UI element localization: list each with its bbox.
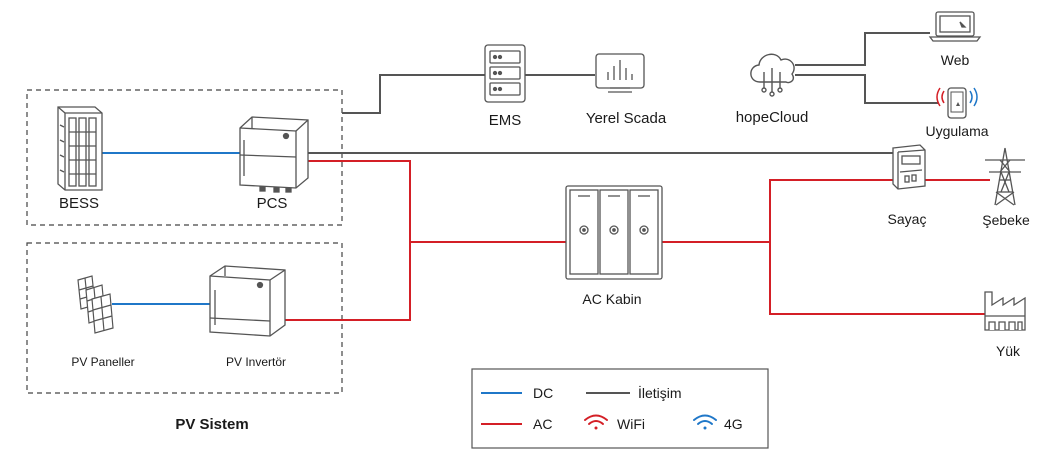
bess-icon	[57, 106, 103, 191]
communication-lines	[307, 32, 938, 154]
legend-dc-label: DC	[533, 385, 554, 401]
ac-cabinet-label: AC Kabin	[582, 291, 642, 307]
ac-line-to-load	[769, 242, 985, 315]
grid-label: Şebeke	[982, 212, 1030, 228]
local-scada-label: Yerel Scada	[585, 110, 667, 127]
load-label: Yük	[995, 343, 1021, 359]
ac-line-inverter-cabinet	[280, 242, 411, 321]
bess-label: BESS	[58, 195, 100, 212]
comm-line-pcs-ems	[342, 74, 485, 114]
comm-line-cloud-app	[795, 74, 938, 104]
factory-icon	[984, 291, 1026, 331]
pcs-label: PCS	[256, 195, 288, 212]
ac-cabinet-icon	[565, 185, 663, 280]
pcs-icon	[239, 116, 309, 193]
pv-inverter-label: PV Invertör	[225, 355, 287, 369]
meter-icon	[892, 144, 926, 190]
pv-system-title: PV Sistem	[175, 416, 249, 433]
legend-comm-label: İletişim	[638, 385, 682, 401]
legend-4g-label: 4G	[724, 416, 743, 432]
legend-ac-label: AC	[533, 416, 553, 432]
pv-inverter-icon	[209, 265, 286, 337]
hope-cloud-label: hopeCloud	[735, 109, 809, 126]
local-scada-icon	[595, 53, 645, 93]
4g-icon	[693, 414, 717, 430]
wifi-icon	[584, 414, 608, 430]
storage-system-box	[26, 89, 343, 226]
comm-line-cloud-web	[795, 32, 930, 66]
pv-panels-label: PV Paneller	[71, 355, 135, 369]
app-label: Uygulama	[925, 123, 989, 139]
phone-icon	[936, 87, 978, 119]
legend-box	[471, 368, 769, 449]
ac-lines	[280, 160, 990, 321]
ac-line-to-meter	[769, 179, 895, 242]
pv-system-box	[26, 242, 343, 394]
ems-label: EMS	[488, 112, 522, 129]
web-label: Web	[940, 52, 970, 68]
legend-wifi-label: WiFi	[617, 416, 645, 432]
meter-label: Sayaç	[887, 211, 927, 227]
transmission-tower-icon	[985, 147, 1025, 206]
cloud-icon	[750, 53, 795, 97]
ems-icon	[484, 44, 526, 103]
pv-panels-icon	[77, 275, 114, 334]
dc-lines	[100, 152, 240, 305]
ac-line-pcs-cabinet	[307, 160, 566, 243]
laptop-icon	[928, 11, 982, 42]
